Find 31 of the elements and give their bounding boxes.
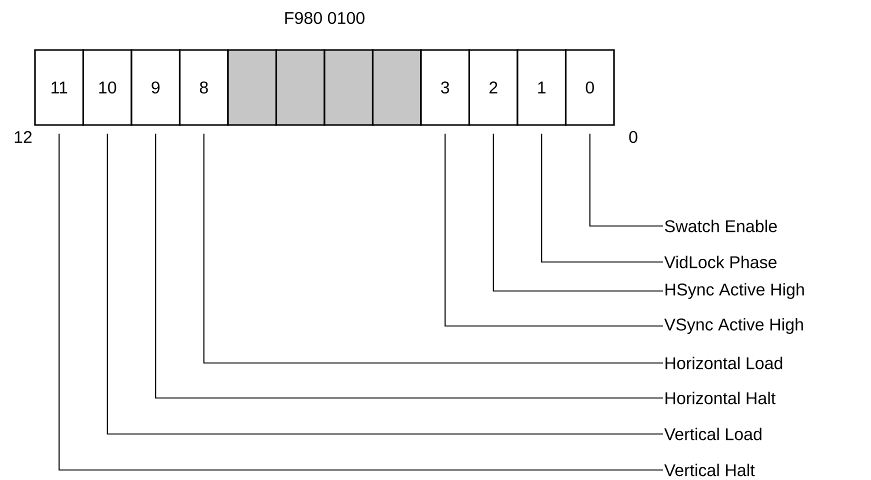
field-name: VidLock Phase — [664, 256, 777, 268]
field-name: VSync Active High — [664, 318, 803, 334]
field-name: HSync Active High — [666, 283, 804, 299]
leader-line — [106, 134, 663, 435]
field-name: Vertical Halt — [664, 464, 755, 476]
leader-line — [492, 134, 663, 292]
leader-line — [444, 134, 663, 327]
bit-cell: 11 — [34, 49, 84, 126]
bit-number: 12 — [14, 131, 32, 143]
bit-cell: 1 — [516, 49, 567, 126]
leader-line — [58, 134, 663, 471]
reserved-bit-cell — [372, 49, 422, 126]
bit-cell: 2 — [468, 49, 518, 126]
bit-cell: 0 — [564, 49, 615, 126]
register-address: F980 0100 — [285, 12, 364, 24]
bit-cell: 3 — [420, 49, 470, 126]
bit-cell: 10 — [82, 49, 132, 126]
field-name: Horizontal Load — [666, 356, 782, 370]
field-name: Vertical Load — [664, 428, 762, 440]
reserved-bit-cell — [275, 49, 326, 126]
field-name: Swatch Enable — [664, 220, 777, 232]
leader-line — [541, 134, 663, 263]
reserved-bit-cell — [227, 49, 278, 126]
field-name: Horizontal Halt — [666, 392, 776, 404]
leader-line — [589, 134, 663, 227]
bit-number: 0 — [629, 130, 638, 144]
bit-cell: 8 — [178, 49, 229, 126]
bit-cell: 9 — [130, 49, 181, 126]
reserved-bit-cell — [324, 49, 374, 126]
leader-line — [203, 134, 663, 364]
leader-line — [155, 134, 663, 399]
